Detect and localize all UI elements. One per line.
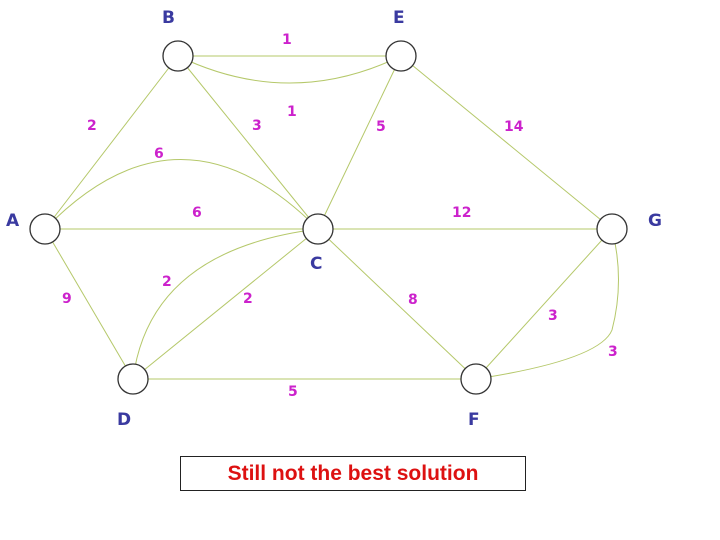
edge-a-c-curve [44, 159, 319, 230]
node-e[interactable] [385, 40, 417, 72]
weight-b-e-curve: 1 [287, 104, 297, 120]
edge-d-c-curve [132, 228, 319, 380]
weight-b-c: 3 [252, 118, 262, 134]
node-g[interactable] [596, 213, 628, 245]
node-c[interactable] [302, 213, 334, 245]
weight-a-b: 2 [87, 118, 97, 134]
edge-f-g-curve [475, 228, 619, 380]
weight-f-g-straight: 3 [548, 308, 558, 324]
edge-d-c-straight [132, 228, 319, 380]
edge-b-c [177, 55, 319, 230]
node-label-b: B [162, 8, 175, 28]
weight-b-e-straight: 1 [282, 32, 292, 48]
edge-e-g [400, 55, 613, 230]
edge-c-f [317, 228, 477, 380]
edge-a-b [44, 55, 179, 230]
node-label-f: F [468, 410, 480, 430]
node-d[interactable] [117, 363, 149, 395]
node-b[interactable] [162, 40, 194, 72]
weight-e-c: 5 [376, 119, 386, 135]
edge-b-e-curve [177, 55, 402, 84]
caption-text: Still not the best solution [227, 461, 479, 485]
node-a[interactable] [29, 213, 61, 245]
node-label-a: A [6, 211, 20, 231]
weight-f-g-curve: 3 [608, 344, 618, 360]
weight-c-g: 12 [452, 205, 471, 221]
weight-a-c-curve: 6 [154, 146, 164, 162]
edge-e-c [317, 55, 402, 230]
weight-a-c-straight: 6 [192, 205, 202, 221]
weight-d-c-straight: 2 [243, 291, 253, 307]
node-label-c: C [310, 254, 322, 274]
weight-d-c-curve: 2 [162, 274, 172, 290]
weight-e-g: 14 [504, 119, 524, 135]
edge-a-d [44, 228, 134, 380]
weight-c-f: 8 [408, 292, 418, 308]
weight-d-f: 5 [288, 384, 298, 400]
caption-box: Still not the best solution [180, 456, 526, 491]
edge-f-g-straight [475, 228, 613, 380]
node-label-g: G [648, 211, 662, 231]
node-label-e: E [393, 8, 405, 28]
node-label-d: D [117, 410, 131, 430]
weight-a-d: 9 [62, 291, 72, 307]
node-f[interactable] [460, 363, 492, 395]
